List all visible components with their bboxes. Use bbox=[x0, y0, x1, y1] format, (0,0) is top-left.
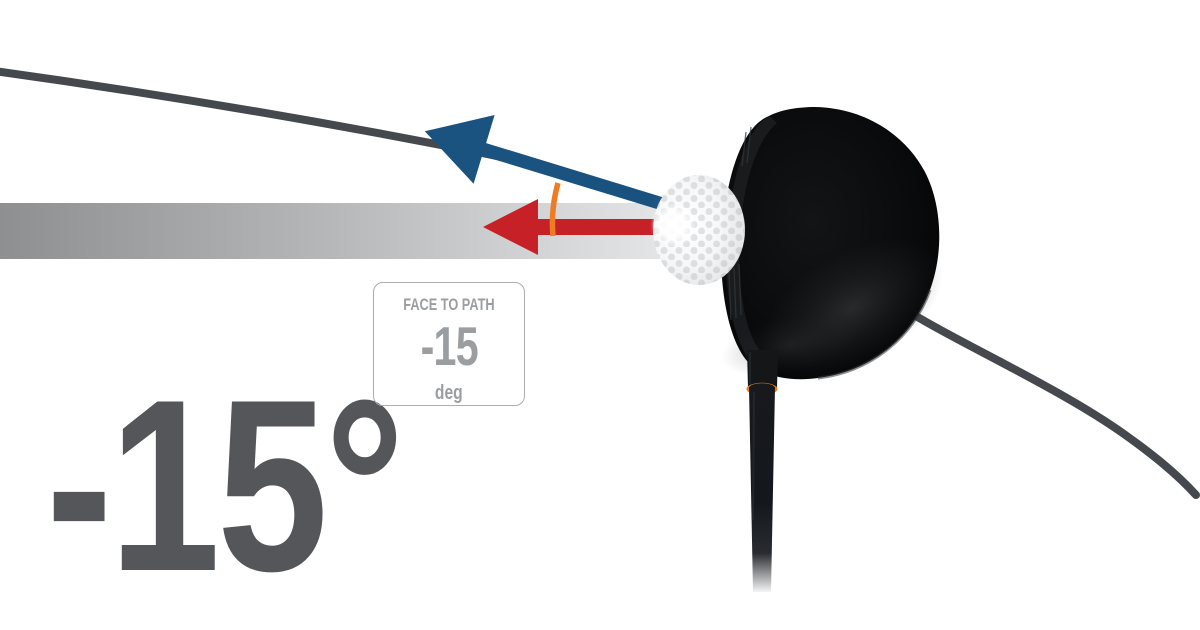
face-direction-arrow bbox=[424, 115, 704, 223]
club-shaft-grip bbox=[749, 387, 775, 592]
club-face-edge bbox=[726, 116, 777, 360]
big-angle-label: -15° bbox=[46, 348, 405, 622]
club-hosel bbox=[747, 350, 778, 388]
metric-value: -15 bbox=[420, 315, 478, 377]
club-shaft-highlight bbox=[752, 391, 755, 521]
face-to-path-panel: FACE TO PATH -15 deg bbox=[373, 282, 525, 406]
face-to-path-angle-arc bbox=[549, 182, 561, 237]
golf-ball bbox=[650, 175, 745, 285]
club-face-grooves bbox=[728, 126, 752, 321]
club-path-arrow bbox=[483, 199, 712, 255]
swing-arc-line-lower bbox=[897, 303, 1200, 499]
golf-ball-highlight bbox=[650, 202, 696, 248]
driver-club-head bbox=[721, 107, 943, 592]
club-head-rim-light bbox=[817, 289, 932, 380]
metric-title: FACE TO PATH bbox=[403, 295, 495, 314]
metric-unit: deg bbox=[435, 382, 463, 404]
